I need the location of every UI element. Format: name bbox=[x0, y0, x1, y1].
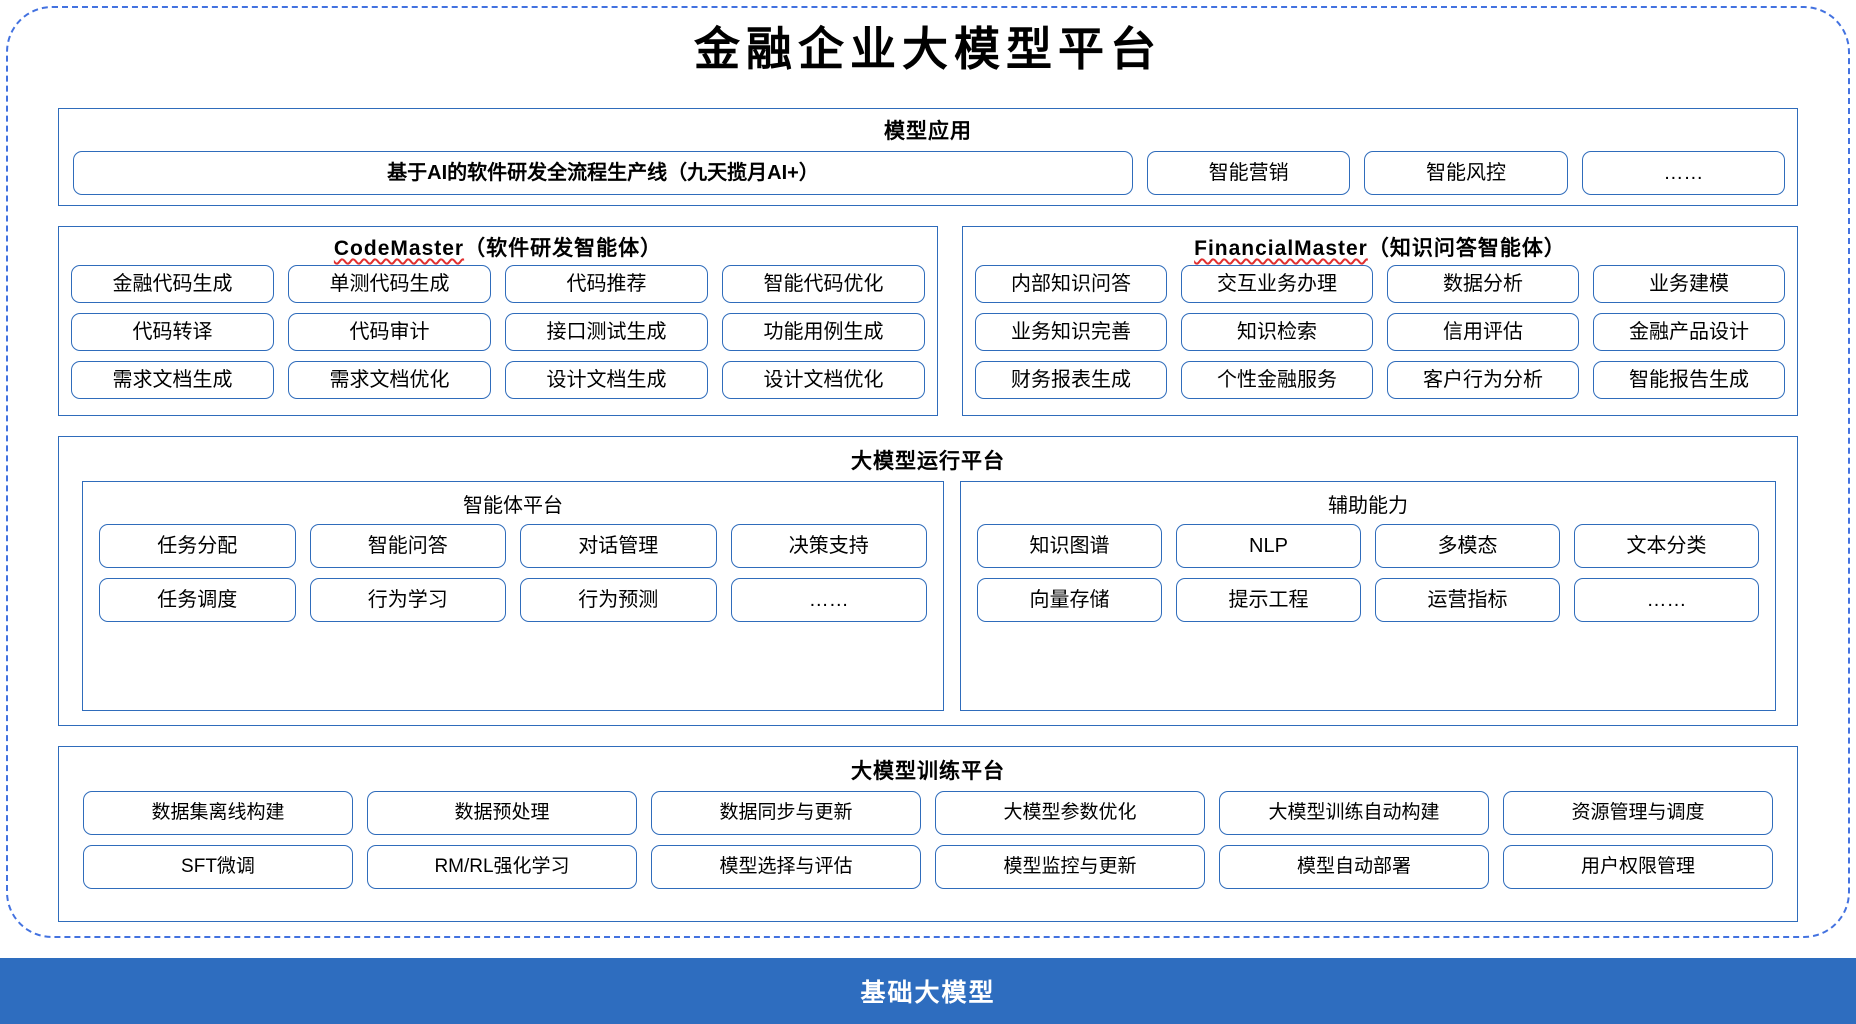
chip-training-10[interactable]: 模型自动部署 bbox=[1219, 845, 1489, 889]
chip-financial-master-1[interactable]: 交互业务办理 bbox=[1181, 265, 1373, 303]
chip-agent-platform-4[interactable]: 任务调度 bbox=[99, 578, 296, 622]
chip-financial-master-11[interactable]: 智能报告生成 bbox=[1593, 361, 1785, 399]
chip-training-2[interactable]: 数据同步与更新 bbox=[651, 791, 921, 835]
chip-auxiliary-0[interactable]: 知识图谱 bbox=[977, 524, 1162, 568]
chip-auxiliary-4[interactable]: 向量存储 bbox=[977, 578, 1162, 622]
section-title-training-platform: 大模型训练平台 bbox=[851, 760, 1005, 783]
chip-smart-risk-control[interactable]: 智能风控 bbox=[1364, 151, 1568, 195]
chip-training-0[interactable]: 数据集离线构建 bbox=[83, 791, 353, 835]
chip-auxiliary-1[interactable]: NLP bbox=[1176, 524, 1361, 568]
chip-code-master-1[interactable]: 单测代码生成 bbox=[288, 265, 491, 303]
code-master-capability-grid: 金融代码生成 单测代码生成 代码推荐 智能代码优化 代码转译 代码审计 接口测试… bbox=[71, 265, 925, 399]
chip-financial-master-7[interactable]: 金融产品设计 bbox=[1593, 313, 1785, 351]
chip-financial-master-0[interactable]: 内部知识问答 bbox=[975, 265, 1167, 303]
training-platform-grid: 数据集离线构建 数据预处理 数据同步与更新 大模型参数优化 大模型训练自动构建 … bbox=[83, 791, 1773, 889]
auxiliary-capability-grid: 知识图谱 NLP 多模态 文本分类 向量存储 提示工程 运营指标 …… bbox=[977, 524, 1759, 622]
financial-master-name: FinancialMaster bbox=[1194, 237, 1368, 260]
chip-code-master-5[interactable]: 代码审计 bbox=[288, 313, 491, 351]
chip-agent-platform-2[interactable]: 对话管理 bbox=[520, 524, 717, 568]
chip-code-master-8[interactable]: 需求文档生成 bbox=[71, 361, 274, 399]
chip-ai-devops-pipeline[interactable]: 基于AI的软件研发全流程生产线（九天揽月AI+） bbox=[73, 151, 1133, 195]
chip-agent-platform-1[interactable]: 智能问答 bbox=[309, 524, 506, 568]
chip-code-master-4[interactable]: 代码转译 bbox=[71, 313, 274, 351]
base-model-label: 基础大模型 bbox=[860, 979, 996, 1007]
agent-platform-grid: 任务分配 智能问答 对话管理 决策支持 任务调度 行为学习 行为预测 …… bbox=[99, 524, 927, 622]
section-title-code-master: CodeMaster（软件研发智能体） bbox=[59, 232, 937, 262]
chip-code-master-7[interactable]: 功能用例生成 bbox=[722, 313, 925, 351]
chip-agent-platform-7[interactable]: …… bbox=[730, 578, 927, 622]
section-title-runtime-platform: 大模型运行平台 bbox=[851, 450, 1005, 473]
chip-training-7[interactable]: RM/RL强化学习 bbox=[367, 845, 637, 889]
base-model-bar: 基础大模型 bbox=[0, 958, 1856, 1024]
chip-financial-master-5[interactable]: 知识检索 bbox=[1181, 313, 1373, 351]
chip-training-5[interactable]: 资源管理与调度 bbox=[1503, 791, 1773, 835]
subsection-title-auxiliary-capability: 辅助能力 bbox=[1328, 495, 1408, 517]
financial-master-subtitle: （知识问答智能体） bbox=[1367, 237, 1566, 260]
chip-financial-master-10[interactable]: 客户行为分析 bbox=[1387, 361, 1579, 399]
chip-financial-master-6[interactable]: 信用评估 bbox=[1387, 313, 1579, 351]
chip-code-master-3[interactable]: 智能代码优化 bbox=[722, 265, 925, 303]
section-code-master: CodeMaster（软件研发智能体） 金融代码生成 单测代码生成 代码推荐 智… bbox=[58, 226, 938, 416]
chip-financial-master-2[interactable]: 数据分析 bbox=[1387, 265, 1579, 303]
chip-financial-master-3[interactable]: 业务建模 bbox=[1593, 265, 1785, 303]
chip-agent-platform-5[interactable]: 行为学习 bbox=[309, 578, 506, 622]
chip-training-4[interactable]: 大模型训练自动构建 bbox=[1219, 791, 1489, 835]
subsection-auxiliary-capability: 辅助能力 知识图谱 NLP 多模态 文本分类 向量存储 提示工程 运营指标 …… bbox=[960, 481, 1776, 711]
chip-auxiliary-2[interactable]: 多模态 bbox=[1375, 524, 1560, 568]
chip-code-master-9[interactable]: 需求文档优化 bbox=[288, 361, 491, 399]
chip-smart-marketing[interactable]: 智能营销 bbox=[1147, 151, 1351, 195]
chip-training-8[interactable]: 模型选择与评估 bbox=[651, 845, 921, 889]
chip-auxiliary-5[interactable]: 提示工程 bbox=[1176, 578, 1361, 622]
section-training-platform: 大模型训练平台 数据集离线构建 数据预处理 数据同步与更新 大模型参数优化 大模… bbox=[58, 746, 1798, 922]
financial-master-capability-grid: 内部知识问答 交互业务办理 数据分析 业务建模 业务知识完善 知识检索 信用评估… bbox=[975, 265, 1785, 399]
chip-financial-master-8[interactable]: 财务报表生成 bbox=[975, 361, 1167, 399]
chip-training-11[interactable]: 用户权限管理 bbox=[1503, 845, 1773, 889]
chip-code-master-0[interactable]: 金融代码生成 bbox=[71, 265, 274, 303]
chip-agent-platform-3[interactable]: 决策支持 bbox=[730, 524, 927, 568]
chip-financial-master-4[interactable]: 业务知识完善 bbox=[975, 313, 1167, 351]
subsection-title-agent-platform: 智能体平台 bbox=[463, 495, 563, 517]
chip-code-master-6[interactable]: 接口测试生成 bbox=[505, 313, 708, 351]
chip-agent-platform-0[interactable]: 任务分配 bbox=[99, 524, 296, 568]
chip-auxiliary-7[interactable]: …… bbox=[1574, 578, 1759, 622]
code-master-subtitle: （软件研发智能体） bbox=[464, 237, 663, 260]
chip-auxiliary-3[interactable]: 文本分类 bbox=[1574, 524, 1759, 568]
chip-training-9[interactable]: 模型监控与更新 bbox=[935, 845, 1205, 889]
chip-more-ellipsis[interactable]: …… bbox=[1581, 151, 1785, 195]
section-financial-master: FinancialMaster（知识问答智能体） 内部知识问答 交互业务办理 数… bbox=[962, 226, 1798, 416]
chip-training-3[interactable]: 大模型参数优化 bbox=[935, 791, 1205, 835]
section-title-model-application: 模型应用 bbox=[884, 120, 972, 143]
subsection-agent-platform: 智能体平台 任务分配 智能问答 对话管理 决策支持 任务调度 行为学习 行为预测… bbox=[82, 481, 944, 711]
section-model-application: 模型应用 基于AI的软件研发全流程生产线（九天揽月AI+） 智能营销 智能风控 … bbox=[58, 108, 1798, 206]
chip-code-master-10[interactable]: 设计文档生成 bbox=[505, 361, 708, 399]
chip-financial-master-9[interactable]: 个性金融服务 bbox=[1181, 361, 1373, 399]
chip-auxiliary-6[interactable]: 运营指标 bbox=[1375, 578, 1560, 622]
chip-agent-platform-6[interactable]: 行为预测 bbox=[520, 578, 717, 622]
section-title-financial-master: FinancialMaster（知识问答智能体） bbox=[963, 232, 1797, 262]
chip-training-6[interactable]: SFT微调 bbox=[83, 845, 353, 889]
code-master-name: CodeMaster bbox=[333, 237, 465, 260]
chip-training-1[interactable]: 数据预处理 bbox=[367, 791, 637, 835]
chip-code-master-2[interactable]: 代码推荐 bbox=[505, 265, 708, 303]
model-application-items: 基于AI的软件研发全流程生产线（九天揽月AI+） 智能营销 智能风控 …… bbox=[73, 151, 1785, 195]
section-runtime-platform: 大模型运行平台 智能体平台 任务分配 智能问答 对话管理 决策支持 任务调度 行… bbox=[58, 436, 1798, 726]
page-title: 金融企业大模型平台 bbox=[694, 22, 1162, 76]
chip-code-master-11[interactable]: 设计文档优化 bbox=[722, 361, 925, 399]
